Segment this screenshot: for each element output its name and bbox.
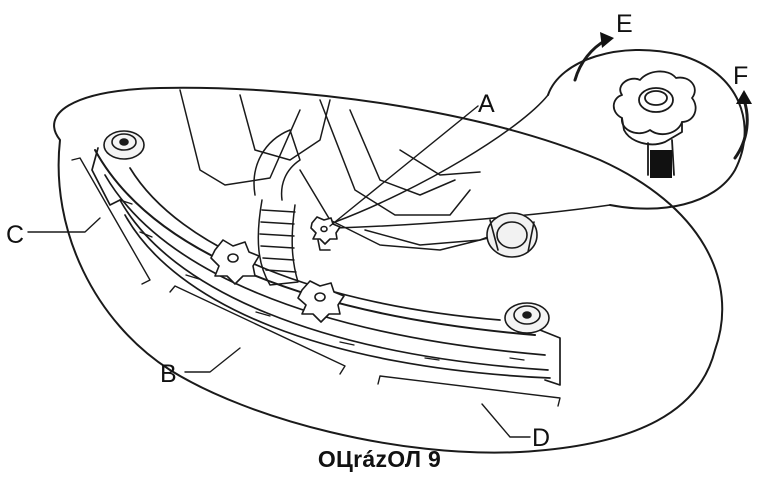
machine-body <box>179 89 521 251</box>
star-knob-left <box>210 239 260 285</box>
rotation-arrow-f <box>733 98 749 160</box>
zoomed-knob-shaft <box>650 150 672 178</box>
rotation-arrow-e <box>573 38 608 82</box>
callout-b: B <box>160 360 177 388</box>
leader-lines <box>27 105 531 438</box>
dimension-brackets <box>71 157 561 407</box>
callout-d: D <box>532 424 550 452</box>
callout-e: E <box>616 10 633 38</box>
callout-a: A <box>478 90 495 118</box>
callout-c: C <box>6 221 24 249</box>
detail-ellipse <box>53 86 724 454</box>
blade-slots <box>119 199 525 361</box>
zoom-inset-lead-lines <box>334 94 611 229</box>
rear-wheel <box>486 212 538 258</box>
figure-caption: OЦrázОЛ 9 <box>317 446 442 472</box>
guide-wheel-right <box>504 302 550 334</box>
zoomed-star-knob <box>612 70 697 176</box>
suction-hose <box>253 129 301 286</box>
guide-wheel-left <box>103 130 145 160</box>
rotation-arrow-f-head <box>736 90 752 104</box>
callout-f: F <box>733 62 748 90</box>
rotation-arrow-e-head <box>600 32 614 48</box>
star-knob-center <box>297 280 345 323</box>
squeegee-frame <box>91 147 561 386</box>
